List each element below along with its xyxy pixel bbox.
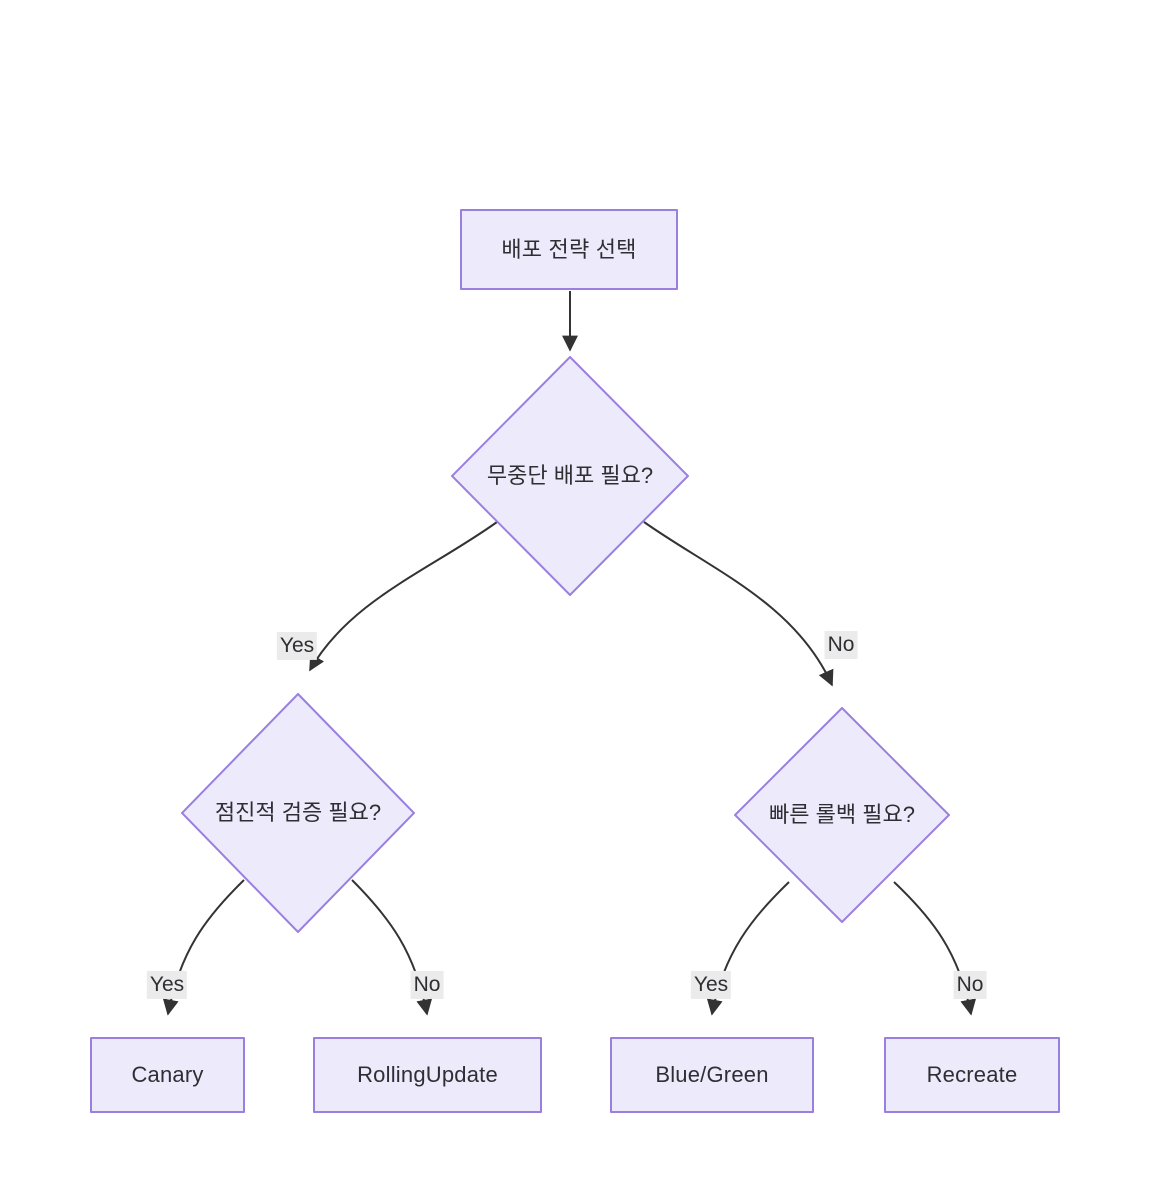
node-label-recreate: Recreate xyxy=(926,1062,1018,1088)
node-zero_downtime[interactable]: 무중단 배포 필요? xyxy=(451,356,689,596)
node-canary[interactable]: Canary xyxy=(90,1037,245,1113)
node-label-blue_green: Blue/Green xyxy=(655,1062,769,1088)
node-label-fast_rollback: 빠른 롤백 필요? xyxy=(769,802,915,828)
node-gradual_verify[interactable]: 점진적 검증 필요? xyxy=(181,693,415,933)
node-fast_rollback[interactable]: 빠른 롤백 필요? xyxy=(734,707,950,923)
node-start[interactable]: 배포 전략 선택 xyxy=(460,209,678,290)
node-label-canary: Canary xyxy=(131,1062,204,1088)
edge-label-e-zero-no: No xyxy=(824,630,858,660)
node-label-zero_downtime: 무중단 배포 필요? xyxy=(486,463,654,489)
node-label-rolling_update: RollingUpdate xyxy=(357,1062,498,1088)
edge-label-e-fast-no: No xyxy=(953,970,987,1000)
edge-label-e-fast-yes: Yes xyxy=(690,970,732,1000)
node-blue_green[interactable]: Blue/Green xyxy=(610,1037,814,1113)
node-label-gradual_verify: 점진적 검증 필요? xyxy=(214,800,382,826)
diamond-shape-fast_rollback xyxy=(734,707,950,923)
edge-label-e-gradual-no: No xyxy=(410,970,444,1000)
diamond-shape-zero_downtime xyxy=(451,356,689,596)
node-recreate[interactable]: Recreate xyxy=(884,1037,1060,1113)
node-rolling_update[interactable]: RollingUpdate xyxy=(313,1037,542,1113)
edge-label-e-zero-yes: Yes xyxy=(276,631,318,661)
node-label-start: 배포 전략 선택 xyxy=(501,236,637,262)
edge-label-e-gradual-yes: Yes xyxy=(146,970,188,1000)
diamond-shape-gradual_verify xyxy=(181,693,415,933)
